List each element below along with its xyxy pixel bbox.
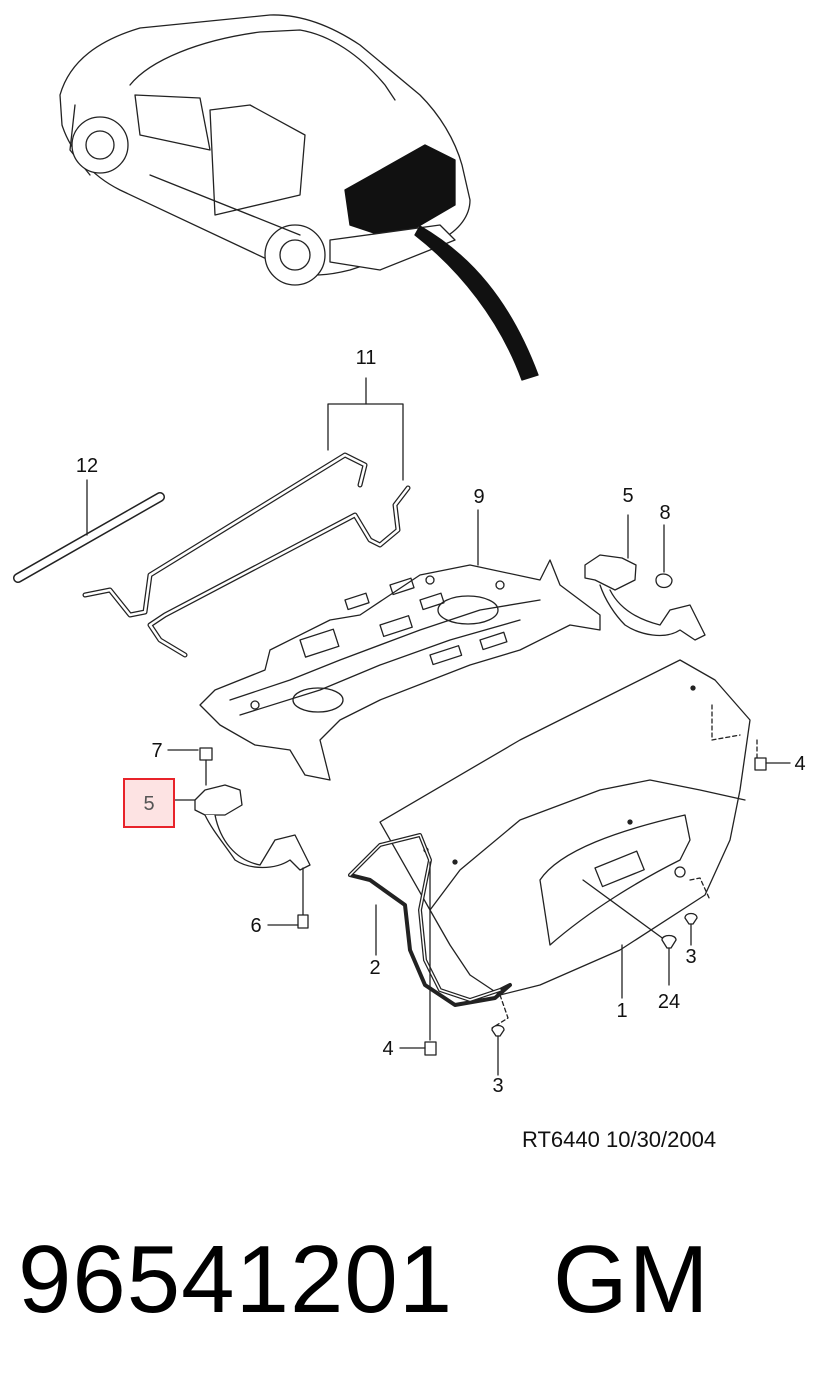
callout-5-top: 5: [622, 485, 633, 507]
highlight-box: [123, 778, 175, 828]
callout-2: 2: [369, 957, 380, 979]
part-1-trunk-lid: [379, 659, 751, 1029]
drawing-reference: RT6440 10/30/2004: [522, 1127, 717, 1152]
part-12-rod: [13, 479, 165, 583]
part-5-hinge-upper: [584, 514, 706, 641]
callout-8: 8: [659, 502, 670, 524]
callout-24: 24: [658, 991, 680, 1013]
part-5-hinge-lower: [167, 747, 311, 929]
callout-12: 12: [76, 455, 98, 477]
callout-7: 7: [151, 740, 162, 762]
part-number: 96541201: [18, 1226, 454, 1333]
callout-3-bottom: 3: [492, 1075, 503, 1097]
fasteners: [399, 739, 791, 1076]
callout-5-highlighted: 5: [143, 793, 154, 815]
callout-9: 9: [473, 486, 484, 508]
part-11-torsion-bars: [82, 377, 411, 658]
callout-4-bottom: 4: [382, 1038, 393, 1060]
part-9-rear-shelf-panel: [199, 509, 601, 781]
callout-11: 11: [356, 347, 377, 369]
callout-4-right: 4: [794, 753, 805, 775]
brand-label: GM: [553, 1226, 710, 1333]
callout-1: 1: [616, 1000, 627, 1022]
callout-3-right: 3: [685, 946, 696, 968]
callout-6: 6: [250, 915, 261, 937]
part-2-weatherstrip: [348, 833, 512, 1041]
car-illustration: [59, 14, 539, 381]
